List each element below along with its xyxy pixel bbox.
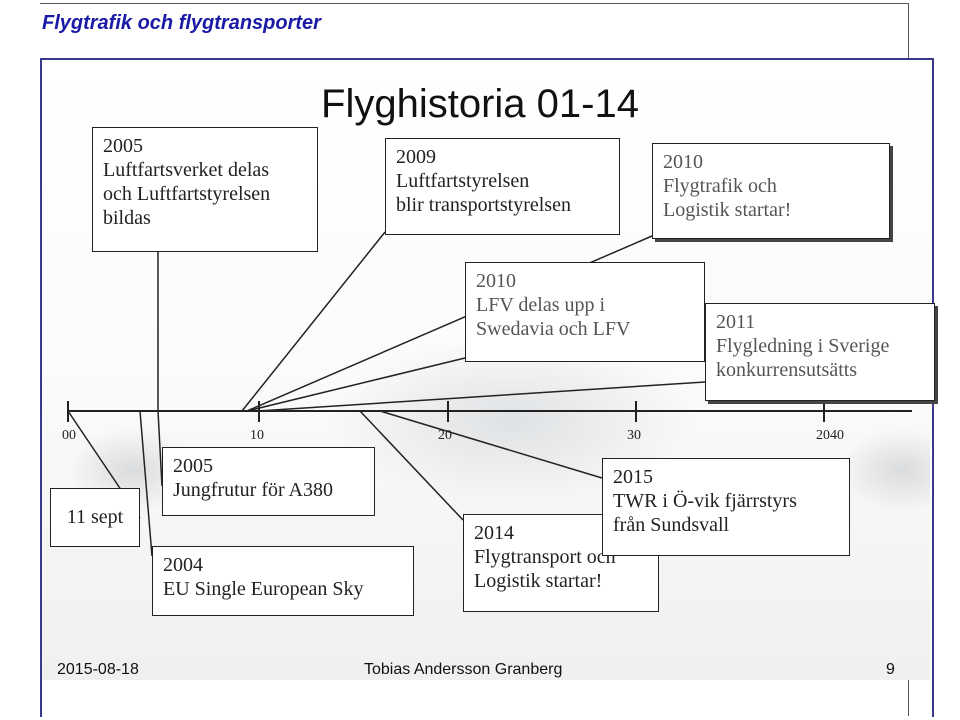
tick-label-20: 20	[438, 428, 452, 444]
tick-label-00: 00	[62, 428, 76, 444]
connector-2009	[242, 232, 385, 411]
event-2015-twr-ovik: 2015 TWR i Ö-vik fjärrstyrs från Sundsva…	[602, 458, 850, 556]
connector-2011	[258, 382, 705, 411]
footer-author: Tobias Andersson Granberg	[364, 661, 562, 679]
connector-2010b	[247, 358, 465, 411]
event-11-sept: 11 sept	[50, 488, 140, 547]
event-2004-single-european-sky: 2004 EU Single European Sky	[152, 546, 414, 616]
event-2011-flygledning: 2011 Flygledning i Sverige konkurrensuts…	[705, 303, 935, 401]
connector-2004	[140, 411, 152, 556]
footer-date: 2015-08-18	[57, 661, 139, 679]
event-2010-flygtrafik-logistik: 2010 Flygtrafik och Logistik startar!	[652, 143, 890, 239]
event-2005-a380: 2005 Jungfrutur för A380	[162, 447, 375, 516]
event-2010-lfv-swedavia: 2010 LFV delas upp i Swedavia och LFV	[465, 262, 705, 362]
event-2009-transportstyrelsen: 2009 Luftfartstyrelsen blir transportsty…	[385, 138, 620, 235]
footer-page-number: 9	[886, 661, 895, 679]
tick-label-10: 10	[250, 428, 264, 444]
tick-label-2040: 2040	[816, 428, 844, 444]
event-2005-luftfartsverket: 2005 Luftfartsverket delas och Luftfarts…	[92, 127, 318, 252]
tick-label-30: 30	[627, 428, 641, 444]
